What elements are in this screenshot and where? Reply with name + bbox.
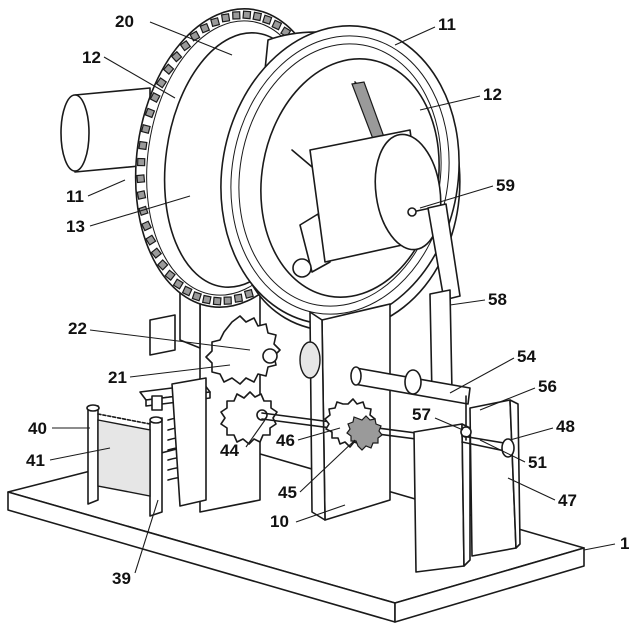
label-1: 1	[620, 534, 629, 553]
ring-gear-tooth	[136, 190, 147, 200]
ring-gear-tooth	[232, 11, 241, 20]
ring-gear-tooth	[233, 293, 244, 303]
ring-gear-tooth	[210, 17, 221, 28]
main-shaft-front	[309, 129, 442, 263]
ring-gear-tooth	[164, 269, 176, 281]
label-20: 20	[115, 12, 134, 31]
label-47: 47	[558, 491, 577, 510]
label-12-left: 12	[82, 48, 101, 67]
left-frame	[86, 377, 211, 517]
gear-assembly-22	[149, 314, 321, 385]
part-labels: 20 11 12 12 11 13 59 58 22 21 54 56 40 5…	[26, 12, 629, 588]
ring-gear-tooth	[212, 296, 222, 306]
rod-54	[350, 366, 471, 405]
ring-gear-tooth	[271, 19, 283, 31]
ring-gear-tooth	[137, 157, 146, 167]
label-48: 48	[556, 417, 575, 436]
label-22: 22	[68, 319, 87, 338]
label-10: 10	[270, 512, 289, 531]
ring-gear-tooth	[138, 140, 148, 151]
ring-gear-tooth	[172, 278, 184, 290]
label-54: 54	[517, 347, 536, 366]
label-11-top: 11	[438, 15, 456, 34]
ring-gear-tooth	[243, 288, 254, 299]
ring-gear-tooth	[141, 220, 152, 232]
label-44: 44	[220, 441, 239, 460]
ring-gear-tooth	[191, 291, 202, 302]
ring-gear-tooth	[170, 50, 183, 63]
label-46: 46	[276, 431, 295, 450]
ring-gear-tooth	[144, 107, 156, 119]
bracket-47	[413, 395, 521, 573]
gear-45	[324, 398, 383, 451]
ring-gear-tooth	[223, 296, 232, 305]
label-11-left: 11	[66, 187, 84, 206]
ring-gear-tooth	[181, 285, 193, 297]
ring-gear-tooth	[156, 259, 169, 271]
label-45: 45	[278, 483, 297, 502]
label-39: 39	[112, 569, 131, 588]
ring-gear-tooth	[252, 11, 263, 22]
ring-gear-tooth	[179, 39, 192, 52]
ring-gear-tooth	[155, 77, 168, 89]
crank-arm	[407, 203, 461, 397]
ring-gear-tooth	[150, 247, 163, 259]
label-59: 59	[496, 176, 515, 195]
ring-gear-tooth	[189, 30, 201, 42]
ring-gear-tooth	[199, 22, 211, 34]
gear-44	[220, 391, 278, 445]
ring-gear-tooth	[201, 294, 212, 305]
label-51: 51	[528, 453, 547, 472]
label-58: 58	[488, 290, 507, 309]
ring-gear-tooth	[242, 10, 252, 20]
ring-gear-tooth	[138, 205, 149, 216]
label-57: 57	[412, 405, 431, 424]
label-12-right: 12	[483, 85, 502, 104]
ring-gear-tooth	[220, 13, 231, 23]
ring-gear-tooth	[136, 174, 146, 184]
label-21: 21	[108, 368, 127, 387]
ring-gear-tooth	[145, 234, 157, 246]
label-40: 40	[28, 419, 47, 438]
label-41: 41	[26, 451, 45, 470]
leader-lines	[49, 21, 616, 574]
ring-gear-tooth	[140, 123, 151, 135]
label-13: 13	[66, 217, 85, 236]
ring-gear-tooth	[162, 63, 175, 75]
ring-gear-tooth	[149, 91, 161, 104]
main-shaft-rear	[60, 87, 151, 173]
ring-gear-tooth	[262, 14, 273, 25]
label-56: 56	[538, 377, 557, 396]
